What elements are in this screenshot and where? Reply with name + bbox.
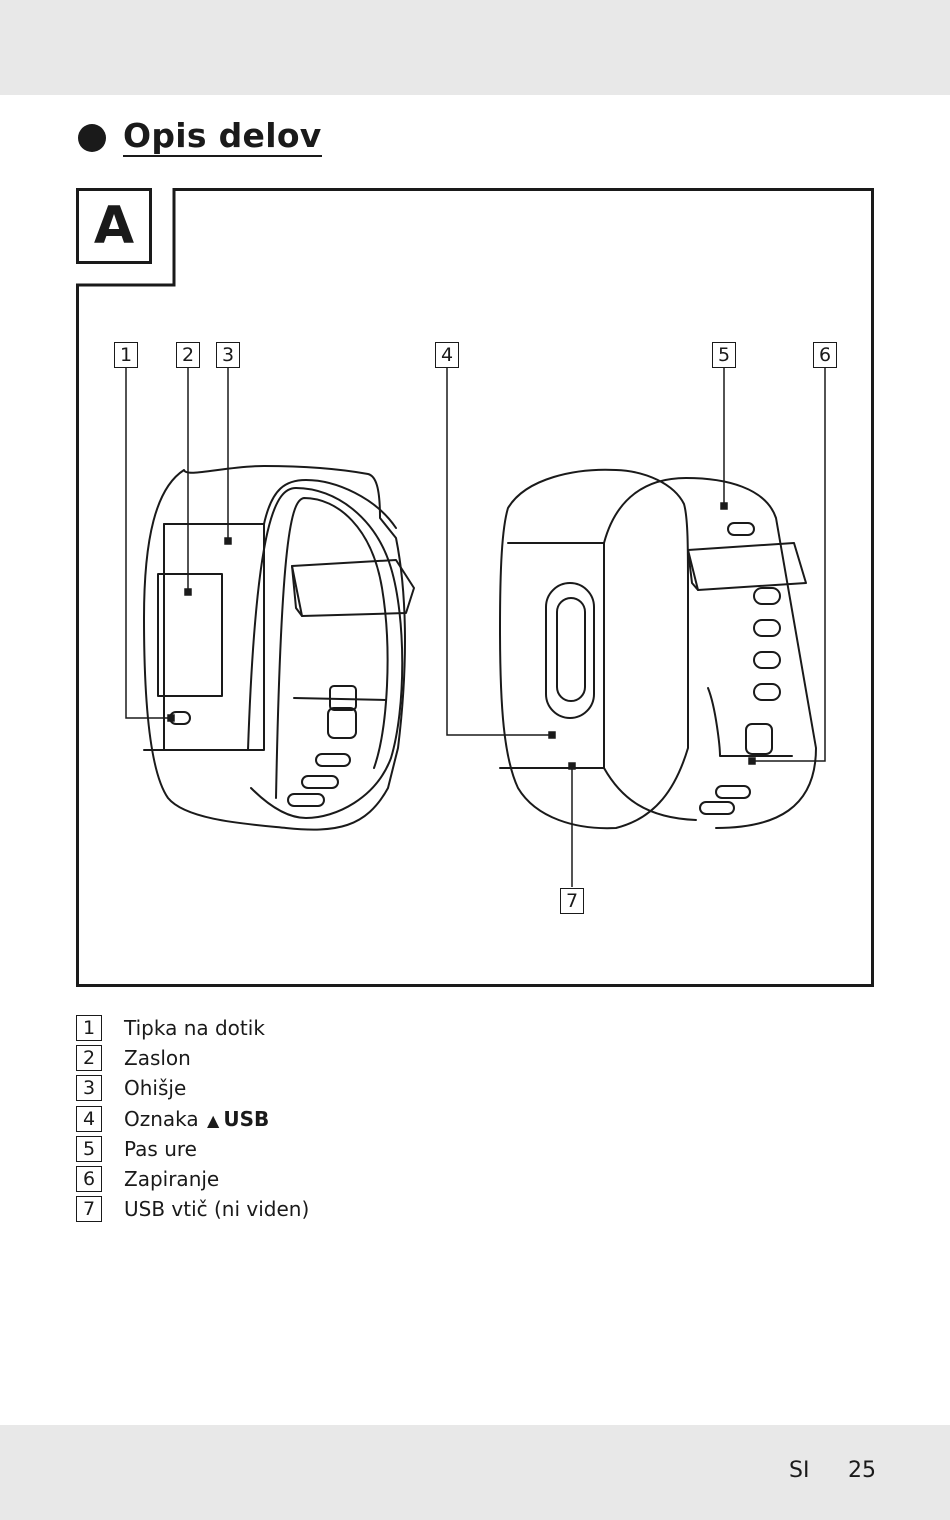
- bullet-icon: [78, 123, 106, 152]
- callout-5: 5: [712, 342, 736, 368]
- usb-marker-text: USB: [223, 1106, 270, 1131]
- page-number: 25: [848, 1458, 876, 1483]
- callout-6: 6: [813, 342, 837, 368]
- legend-label: USB vtič (ni viden): [124, 1197, 310, 1222]
- legend-label: Zapiranje: [124, 1167, 220, 1192]
- legend-item: 6 Zapiranje: [76, 1164, 309, 1194]
- figure-frame: [76, 188, 874, 987]
- page-title: Opis delov: [123, 116, 322, 157]
- legend-number: 5: [76, 1135, 102, 1162]
- figure-letter: A: [93, 196, 135, 256]
- legend-number: 4: [76, 1105, 102, 1132]
- callout-3: 3: [216, 342, 240, 368]
- fitness-tracker-back-illustration: [499, 468, 817, 830]
- legend-label: Zaslon: [124, 1046, 191, 1071]
- legend-label-with-marker: Oznaka ▲USB: [124, 1107, 269, 1131]
- footer-language: SI: [789, 1458, 810, 1483]
- legend-item: 4 Oznaka ▲USB: [76, 1104, 309, 1134]
- legend-number: 3: [76, 1075, 102, 1102]
- legend-number: 7: [76, 1196, 102, 1223]
- legend-item: 2 Zaslon: [76, 1043, 309, 1073]
- legend-label: Tipka na dotik: [124, 1016, 265, 1041]
- parts-legend: 1 Tipka na dotik 2 Zaslon 3 Ohišje 4 Ozn…: [76, 1013, 309, 1224]
- triangle-up-icon: ▲: [207, 1110, 220, 1130]
- callout-7: 7: [560, 888, 584, 914]
- legend-item: 5 Pas ure: [76, 1134, 309, 1164]
- footer-band: [0, 1425, 950, 1520]
- callout-4: 4: [435, 342, 459, 368]
- legend-label: Pas ure: [124, 1136, 197, 1161]
- header-band: [0, 0, 950, 95]
- legend-item: 7 USB vtič (ni viden): [76, 1194, 309, 1224]
- legend-item: 1 Tipka na dotik: [76, 1013, 309, 1043]
- legend-number: 6: [76, 1166, 102, 1193]
- callout-2: 2: [176, 342, 200, 368]
- callout-1: 1: [114, 342, 138, 368]
- fitness-tracker-front-illustration: [143, 465, 415, 831]
- section-heading: Opis delov: [78, 118, 322, 157]
- legend-number: 2: [76, 1045, 102, 1072]
- legend-label: Ohišje: [124, 1076, 187, 1101]
- legend-item: 3 Ohišje: [76, 1073, 309, 1103]
- legend-label-text: Oznaka: [124, 1106, 199, 1131]
- figure-a: A 1 2 3 4 5 6 7: [76, 188, 874, 987]
- legend-number: 1: [76, 1015, 102, 1042]
- leader-lines: [125, 368, 826, 887]
